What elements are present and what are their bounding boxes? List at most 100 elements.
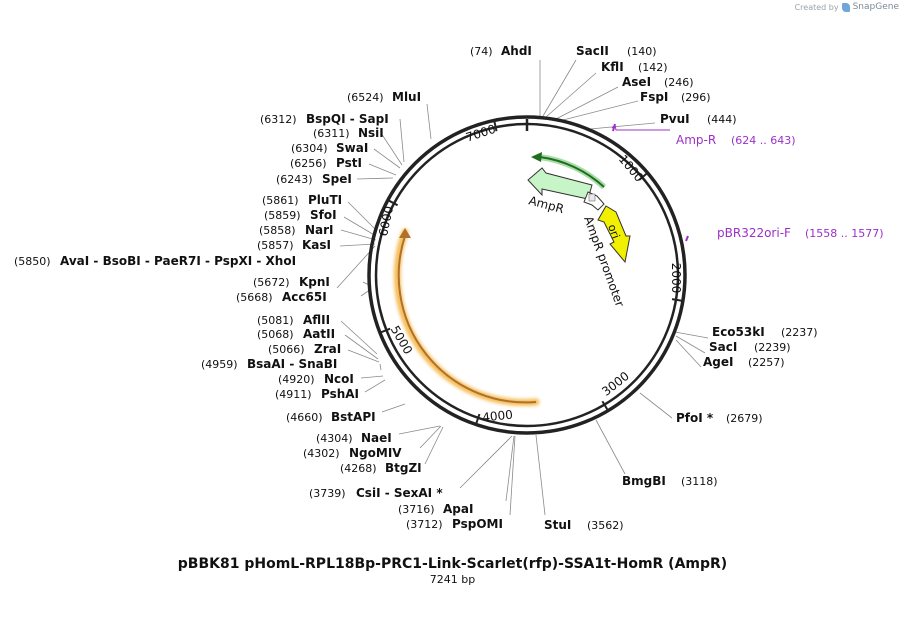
credit-app-name: SnapGene [852,2,899,12]
site-label-saci[interactable]: SacI [709,340,737,354]
tick-label-4000: 4000 [482,407,514,424]
site-label-fspi[interactable]: FspI [640,90,668,104]
site-label-aatii[interactable]: AatII [303,327,335,341]
site-pos-spei: (6243) [276,173,313,186]
site-pos-kasi: (5857) [257,239,294,252]
site-label-sacii[interactable]: SacII [576,44,609,58]
site-label-btgzi[interactable]: BtgZI [385,461,422,475]
site-pos-kfli: (142) [638,61,668,74]
site-pos-swai: (6304) [291,142,328,155]
ampr-feature: AmpR [527,167,593,216]
site-label-bmgbi[interactable]: BmgBI [622,474,666,488]
site-label-pfoi[interactable]: PfoI * [676,411,714,425]
ori-feature: ori [597,205,631,264]
tick-label-2000: 2000 [669,263,683,294]
site-pos-stui: (3562) [587,519,624,532]
primer-amp-r-name: Amp-R [676,133,716,147]
tick-label-6000: 6000 [376,205,396,238]
site-pos-pvui: (444) [707,113,737,126]
primer-pbr322ori-f-name: pBR322ori-F [717,226,791,240]
site-pos-sfoi: (5859) [264,209,301,222]
site-label-sfoi[interactable]: SfoI [310,208,337,222]
site-label-kfli[interactable]: KflI [601,60,624,74]
site-pos-pshai: (4911) [275,388,312,401]
site-label-spei[interactable]: SpeI [322,172,352,186]
tick-label-3000: 3000 [599,369,632,399]
site-pos-btgzi: (4268) [340,462,377,475]
tick-3000 [601,400,609,411]
site-pos-ngomiv: (4302) [303,447,340,460]
site-pos-ahdi: (74) [470,45,493,58]
site-pos-bmgbi: (3118) [681,475,718,488]
site-pos-bsaai: (4959) [201,358,238,371]
site-pos-kpni: (5672) [253,276,290,289]
primer-pbr322ori-f[interactable]: pBR322ori-F (1558 .. 1577) [685,226,884,242]
site-pos-bspqi: (6312) [260,113,297,126]
site-label-swai[interactable]: SwaI [336,141,368,155]
site-pos-nsii: (6311) [313,127,350,140]
site-pos-psti: (6256) [290,157,327,170]
site-label-pshai[interactable]: PshAI [321,387,359,401]
site-label-agei[interactable]: AgeI [703,355,733,369]
site-label-asei[interactable]: AseI [622,75,651,89]
site-pos-csii: (3739) [309,487,346,500]
site-pos-aflii: (5081) [257,314,294,327]
site-label-bsaai[interactable]: BsaAI - SnaBI [247,357,337,371]
site-label-aflii[interactable]: AflII [303,313,330,327]
site-label-stui[interactable]: StuI [544,518,571,532]
site-label-ncoi[interactable]: NcoI [324,372,354,386]
site-pos-asei: (246) [664,76,694,89]
tick-1000 [638,172,648,181]
site-label-kasi[interactable]: KasI [302,238,331,252]
site-label-kpni[interactable]: KpnI [299,275,330,289]
site-pos-sacii: (140) [627,45,657,58]
restriction-site-labels: (74) AhdI SacII (140) KflI (142) AseI (2… [14,44,818,532]
site-pos-agei: (2257) [748,356,785,369]
site-label-naei[interactable]: NaeI [361,431,392,445]
site-pos-aatii: (5068) [257,328,294,341]
site-pos-avai: (5850) [14,255,51,268]
site-label-ahdi[interactable]: AhdI [501,44,532,58]
site-label-nari[interactable]: NarI [305,223,334,237]
tick-5000 [380,327,391,334]
site-label-bspqi[interactable]: BspQI - SapI [306,112,389,126]
site-label-bstapi[interactable]: BstAPI [331,410,376,424]
site-label-eco53ki[interactable]: Eco53kI [712,325,765,339]
credit-created-by: Created by [794,2,839,12]
site-pos-fspi: (296) [681,91,711,104]
site-label-acc65i[interactable]: Acc65I [282,290,327,304]
primer-pbr322ori-f-range: (1558 .. 1577) [805,227,884,240]
site-pos-apai: (3716) [398,503,435,516]
site-leader-lines [336,59,709,516]
site-pos-zrai: (5066) [268,343,305,356]
site-label-apai[interactable]: ApaI [443,502,473,516]
site-label-pspomi[interactable]: PspOMI [452,517,503,531]
plasmid-size: 7241 bp [429,573,476,586]
site-pos-nari: (5858) [259,224,296,237]
plasmid-name: pBBK81 pHomL-RPL18Bp-PRC1-Link-Scarlet(r… [177,556,728,572]
primer-amp-r[interactable]: Amp-R (624 .. 643) [611,123,796,147]
site-pos-pspomi: (3712) [406,518,443,531]
site-label-avai[interactable]: AvaI - BsoBI - PaeR7I - PspXI - XhoI [60,254,296,268]
site-pos-ncoi: (4920) [278,373,315,386]
site-label-csii[interactable]: CsiI - SexAI * [356,486,443,500]
site-label-psti[interactable]: PstI [336,156,362,170]
site-pos-saci: (2239) [754,341,791,354]
site-label-ngomiv[interactable]: NgoMIV [349,446,402,460]
site-label-nsii[interactable]: NsiI [358,126,384,140]
site-label-zrai[interactable]: ZraI [314,342,341,356]
primer-amp-r-range: (624 .. 643) [731,134,796,147]
site-pos-bstapi: (4660) [286,411,323,424]
snapgene-credit: Created by SnapGene [795,2,899,12]
site-label-mlui[interactable]: MluI [392,90,421,104]
tick-6000 [388,199,399,207]
site-pos-mlui: (6524) [347,91,384,104]
tick-7000 [493,121,498,132]
tick-4000 [475,413,481,424]
site-label-pvui[interactable]: PvuI [660,112,690,126]
backbone-ticks [380,119,683,424]
site-label-pluti[interactable]: PluTI [308,193,342,207]
ori-label: ori [605,223,622,241]
site-pos-pluti: (5861) [262,194,299,207]
snapgene-logo-icon [841,2,850,12]
